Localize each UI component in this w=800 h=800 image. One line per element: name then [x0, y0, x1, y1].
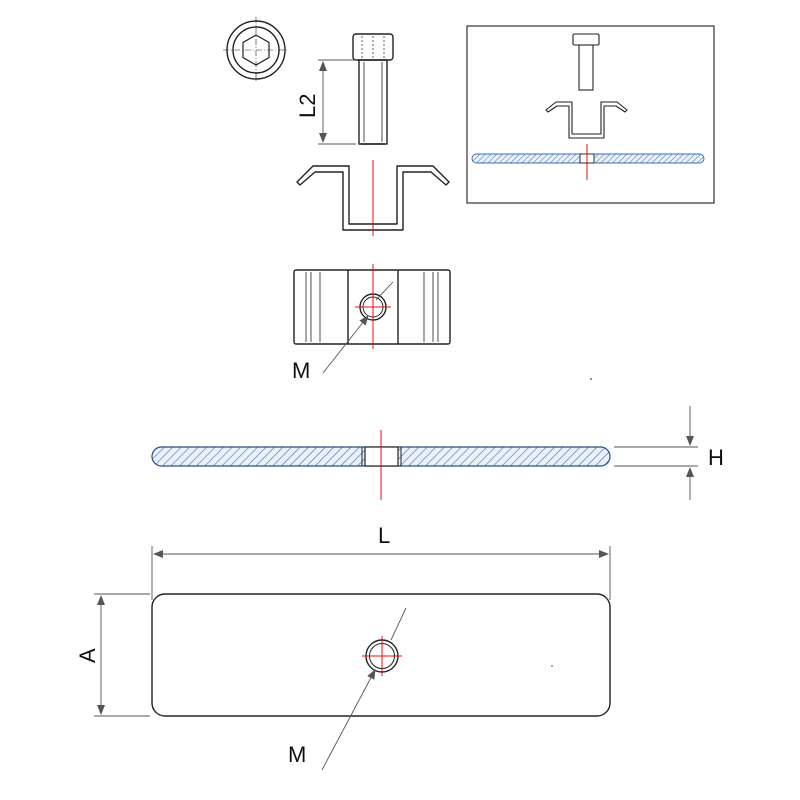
top-view-hole-axes [355, 264, 391, 349]
h-dimension [614, 406, 698, 500]
l-dimension [151, 546, 611, 600]
inset-border [466, 25, 715, 204]
a-dimension [94, 593, 150, 717]
plate-top-view [151, 593, 611, 717]
inset-bracket [545, 101, 628, 139]
plate-hole-axes [362, 636, 402, 676]
assembly-inset [466, 25, 715, 204]
m-bottom-leader [321, 607, 407, 771]
inset-bolt [572, 33, 600, 91]
m-bottom-label: M [288, 742, 306, 767]
h-label: H [708, 445, 724, 470]
m-top-leader [322, 281, 394, 374]
u-bracket-side-view [296, 165, 450, 231]
m-top-label: M [292, 358, 310, 383]
l2-dimension [318, 59, 356, 145]
l2-label: L2 [295, 94, 320, 118]
l-label: L [378, 523, 390, 548]
plate-section-view [151, 430, 611, 500]
bolt-side-view [352, 33, 394, 145]
stray-dot [590, 378, 592, 380]
a-label: A [75, 648, 100, 663]
bolt-head-top-view [223, 17, 289, 83]
stray-dot-plate [551, 665, 553, 667]
